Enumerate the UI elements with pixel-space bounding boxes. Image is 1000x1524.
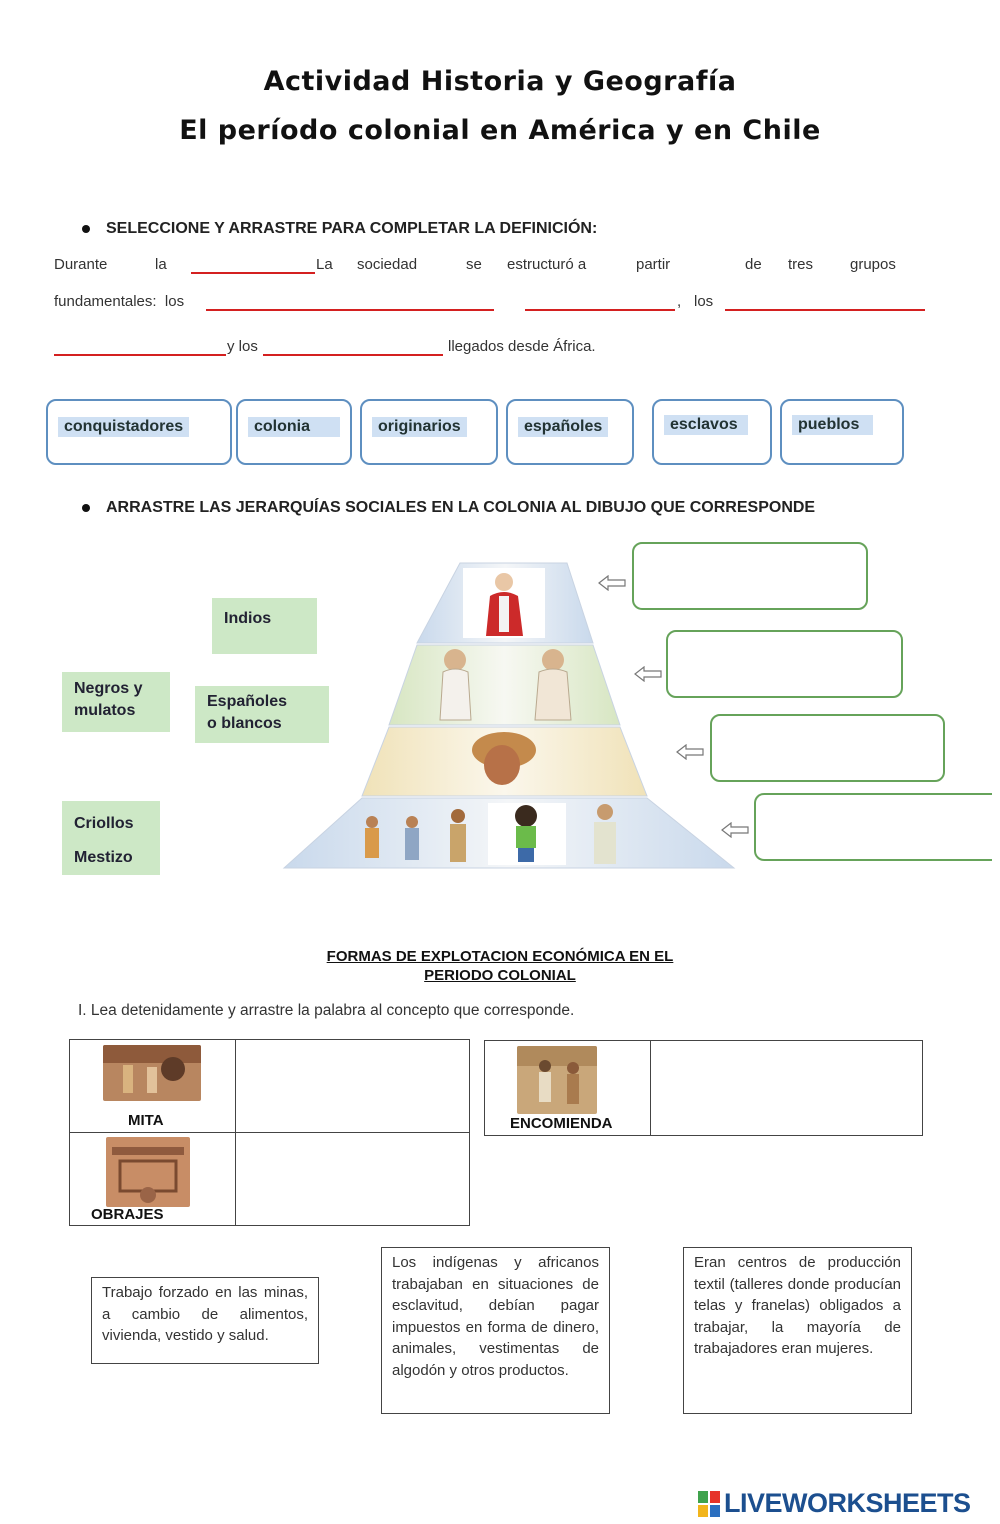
word-label: originarios	[372, 417, 467, 437]
word-bank-espanoles[interactable]: españoles	[506, 399, 634, 465]
blank-2[interactable]	[206, 309, 494, 311]
section1-instruction-text: SELECCIONE Y ARRASTRE PARA COMPLETAR LA …	[106, 220, 598, 237]
arrow-left-icon	[634, 666, 662, 682]
text-tres: tres	[788, 256, 814, 273]
word-bank-conquistadores[interactable]: conquistadores	[46, 399, 232, 465]
word-label: esclavos	[664, 415, 748, 435]
concept-mita: MITA	[128, 1112, 164, 1129]
text-llegados: llegados desde África.	[448, 338, 596, 355]
text-la-2: La	[316, 256, 333, 273]
concept-obrajes: OBRAJES	[91, 1206, 164, 1223]
table-divider	[69, 1132, 469, 1133]
arrow-left-icon	[598, 575, 626, 591]
text-estructuro: estructuró a	[507, 256, 587, 273]
section3-title: FORMAS DE EXPLOTACION ECONÓMICA EN EL PE…	[0, 947, 1000, 985]
text-y-los: y los	[227, 338, 258, 355]
text-la: la	[155, 256, 167, 273]
definition-obrajes[interactable]: Eran centros de producción textil (talle…	[683, 1247, 912, 1414]
text-grupos: grupos	[850, 256, 896, 273]
drop-box-level-2[interactable]	[666, 630, 903, 698]
label-criollos-text: Criollos	[74, 815, 134, 832]
section3-title-line-2: PERIODO COLONIAL	[424, 967, 576, 984]
blank-6[interactable]	[263, 354, 443, 356]
text-sociedad: sociedad	[357, 256, 418, 273]
blank-5[interactable]	[54, 354, 226, 356]
word-label: conquistadores	[58, 417, 190, 437]
label-negros-mulatos[interactable]: Negros y mulatos	[62, 672, 170, 732]
drop-box-level-4[interactable]	[754, 793, 992, 861]
section2-instruction: ARRASTRE LAS JERARQUÍAS SOCIALES EN LA C…	[82, 499, 815, 517]
label-indios[interactable]: Indios	[212, 598, 317, 654]
text-partir: partir	[636, 256, 671, 273]
blank-1[interactable]	[191, 272, 315, 274]
definition-mita[interactable]: Trabajo forzado en las minas, a cambio d…	[91, 1277, 319, 1364]
obrajes-image	[106, 1137, 190, 1207]
text-durante: Durante	[54, 256, 108, 273]
drop-cell-encomienda[interactable]	[651, 1041, 921, 1134]
drop-box-level-3[interactable]	[710, 714, 945, 782]
liveworksheets-brand: LIVEWORKSHEETS	[724, 1488, 971, 1518]
encomienda-image	[517, 1046, 597, 1114]
word-bank-originarios[interactable]: originarios	[360, 399, 498, 465]
section3-title-line-1: FORMAS DE EXPLOTACION ECONÓMICA EN EL	[326, 948, 674, 965]
concept-encomienda: ENCOMIENDA	[510, 1115, 613, 1132]
pyramid-illustration	[282, 562, 736, 869]
page-title: Actividad Historia y Geografía	[263, 66, 737, 97]
label-negros-text-1: Negros y	[74, 680, 143, 697]
liveworksheets-logo: LIVEWORKSHEETS	[698, 1488, 998, 1522]
label-indios-text: Indios	[224, 610, 272, 627]
bullet-icon	[82, 503, 90, 512]
table-encomienda	[484, 1040, 923, 1136]
text-de: de	[745, 256, 762, 273]
definition-encomienda[interactable]: Los indígenas y africanos trabajaban en …	[381, 1247, 610, 1414]
table-divider	[650, 1040, 651, 1135]
label-espanoles-text-2: o blancos	[207, 715, 282, 732]
label-criollos-mestizo[interactable]: Criollos Mestizo	[62, 801, 160, 875]
word-label: españoles	[518, 417, 609, 437]
label-mestizo-text: Mestizo	[74, 849, 133, 866]
bullet-icon	[82, 224, 90, 233]
section1-instruction: SELECCIONE Y ARRASTRE PARA COMPLETAR LA …	[82, 220, 597, 238]
word-label: pueblos	[792, 415, 874, 435]
word-bank-esclavos[interactable]: esclavos	[652, 399, 772, 465]
label-espanoles-blancos[interactable]: Españoles o blancos	[195, 686, 329, 743]
blank-4[interactable]	[725, 309, 925, 311]
drop-cell-mita[interactable]	[236, 1040, 468, 1132]
section3-instruction: I. Lea detenidamente y arrastre la palab…	[78, 1002, 575, 1019]
word-bank-colonia[interactable]: colonia	[236, 399, 352, 465]
label-espanoles-text-1: Españoles	[207, 693, 288, 710]
word-label: colonia	[248, 417, 341, 437]
blank-3[interactable]	[525, 309, 675, 311]
arrow-left-icon	[676, 744, 704, 760]
text-comma: ,	[677, 293, 682, 310]
drop-cell-obrajes[interactable]	[236, 1133, 468, 1224]
page-subtitle: El período colonial en América y en Chil…	[179, 115, 821, 146]
text-fundamentales: fundamentales: los	[54, 293, 185, 310]
mita-image	[103, 1045, 201, 1101]
liveworksheets-logo-icon	[698, 1491, 720, 1517]
word-bank-pueblos[interactable]: pueblos	[780, 399, 904, 465]
drop-box-level-1[interactable]	[632, 542, 868, 610]
label-negros-text-2: mulatos	[74, 702, 136, 719]
arrow-left-icon	[721, 822, 749, 838]
section2-instruction-text: ARRASTRE LAS JERARQUÍAS SOCIALES EN LA C…	[106, 499, 816, 516]
text-se: se	[466, 256, 482, 273]
text-los: los	[694, 293, 714, 310]
